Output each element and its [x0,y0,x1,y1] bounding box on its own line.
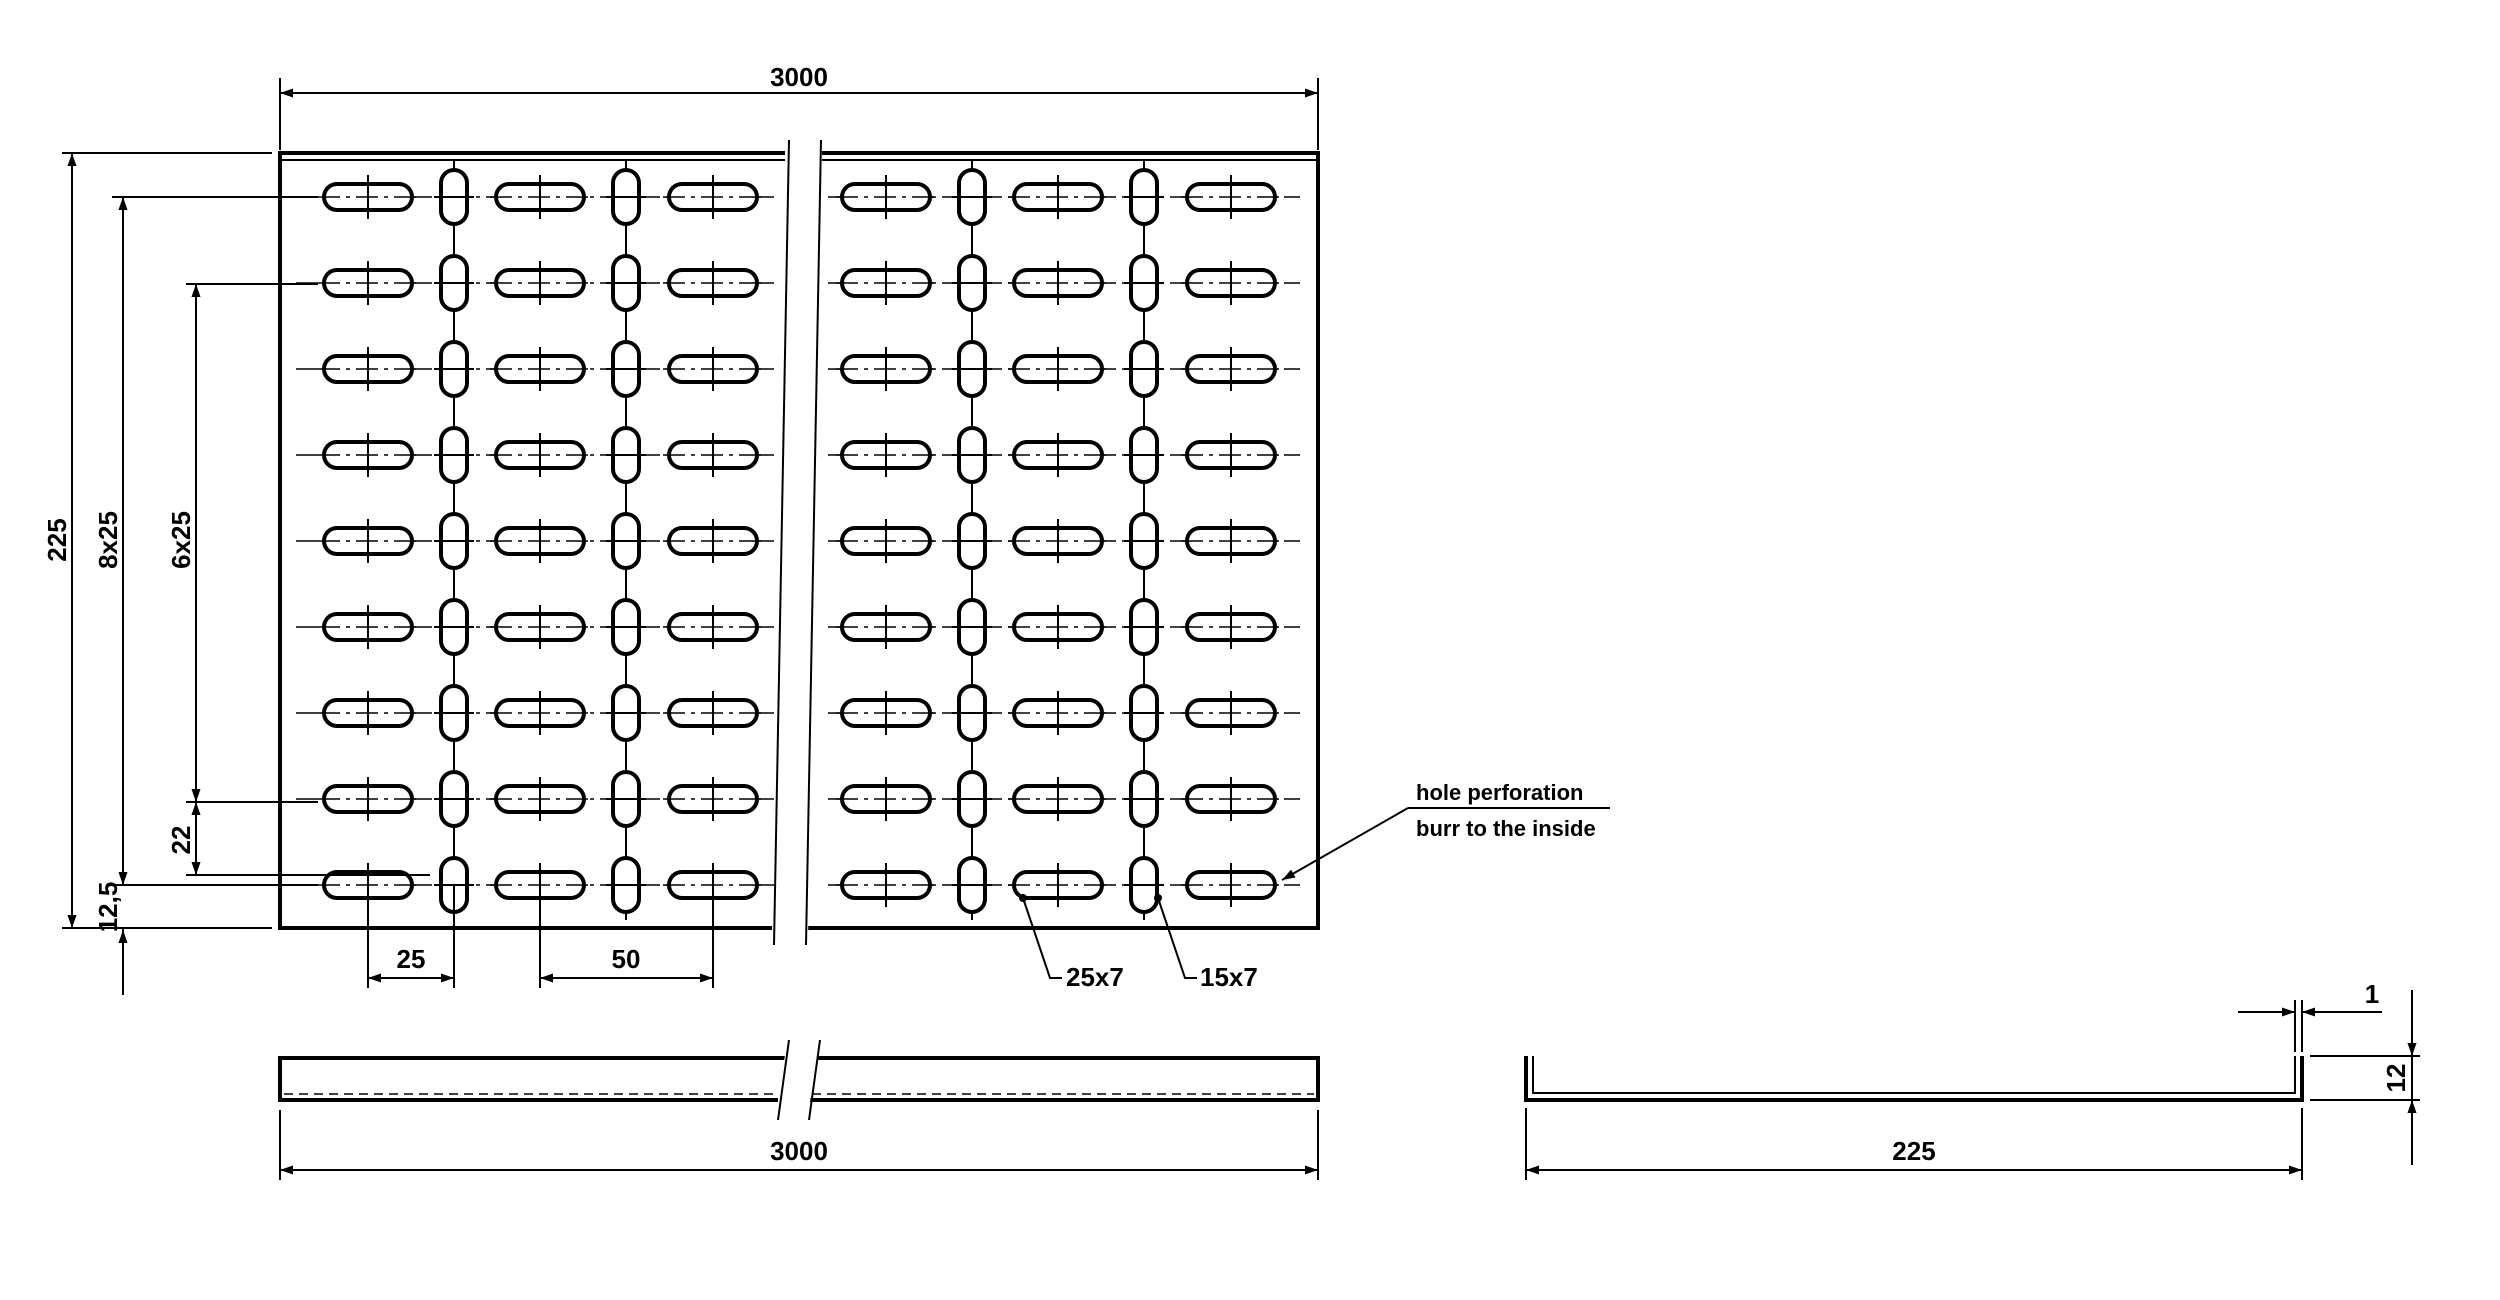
dimension-top-length: 3000 [279,62,1319,150]
cross-section-view [1524,1056,2304,1102]
dim-section-width-text: 225 [1892,1136,1935,1166]
dim-inner-pitch-text: 6x25 [166,511,196,569]
dim-thickness-text: 1 [2365,979,2379,1009]
callout-slot-short-text: 15x7 [1200,962,1258,992]
dim-edge-offset-text: 12,5 [93,882,123,933]
dimension-inner-pitch: 6x25 [166,283,318,803]
dim-total-height-text: 225 [42,518,72,561]
dimension-total-height: 225 [42,152,272,929]
plate-outline-left [278,151,785,930]
dimension-long-spacing: 50 [539,885,714,988]
dim-inner-offset-text: 22 [166,826,196,855]
dimension-thickness: 1 [2238,979,2382,1052]
dimension-inner-offset: 22 [166,802,430,876]
side-view [278,1039,1320,1121]
plan-view [278,139,1320,946]
plate-outline-right [808,151,1320,930]
dimension-short-spacing: 25 [367,885,455,988]
dim-long-spacing-text: 50 [612,944,641,974]
dim-section-height-text: 12 [2381,1064,2411,1093]
note-line-2: burr to the inside [1416,816,1596,841]
note-line-1: hole perforation [1416,780,1583,805]
dimension-section-height: 12 [2310,990,2420,1165]
slot-pattern [318,168,1281,914]
callout-slot-long: 25x7 [1019,894,1124,992]
dim-short-spacing-text: 25 [397,944,426,974]
callout-slot-short: 15x7 [1154,894,1258,992]
perforation-note: hole perforation burr to the inside [1281,780,1610,881]
dimension-side-length: 3000 [279,1110,1319,1180]
break-symbol-plan [773,139,822,946]
dimension-outer-pitch: 8x25 [93,196,318,886]
dim-outer-pitch-text: 8x25 [93,511,123,569]
dim-top-length-text: 3000 [770,62,828,92]
dim-side-length-text: 3000 [770,1136,828,1166]
dimension-edge-offset: 12,5 [93,882,128,995]
dimension-section-width: 225 [1525,1108,2303,1180]
callout-slot-long-text: 25x7 [1066,962,1124,992]
